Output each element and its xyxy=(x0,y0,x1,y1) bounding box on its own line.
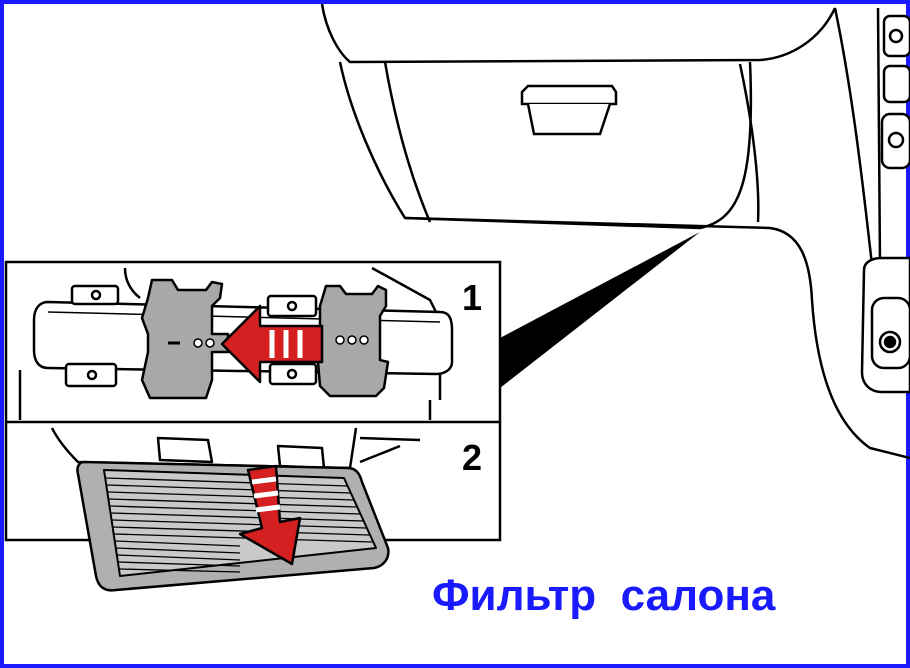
glove-box xyxy=(338,61,753,230)
arrow-down xyxy=(238,464,302,566)
callout-pointer xyxy=(500,232,700,388)
step-1-number: 1 xyxy=(462,277,482,318)
clip-left xyxy=(140,278,230,400)
step-2-illustration xyxy=(50,427,421,592)
step-1-illustration xyxy=(18,266,454,420)
glove-box-handle xyxy=(520,84,618,136)
step-2-number: 2 xyxy=(462,437,482,478)
dashboard-illustration xyxy=(320,3,910,460)
filter-ribs xyxy=(105,477,373,573)
side-switch-panel xyxy=(860,14,910,394)
caption: Фильтр салона xyxy=(432,571,776,620)
